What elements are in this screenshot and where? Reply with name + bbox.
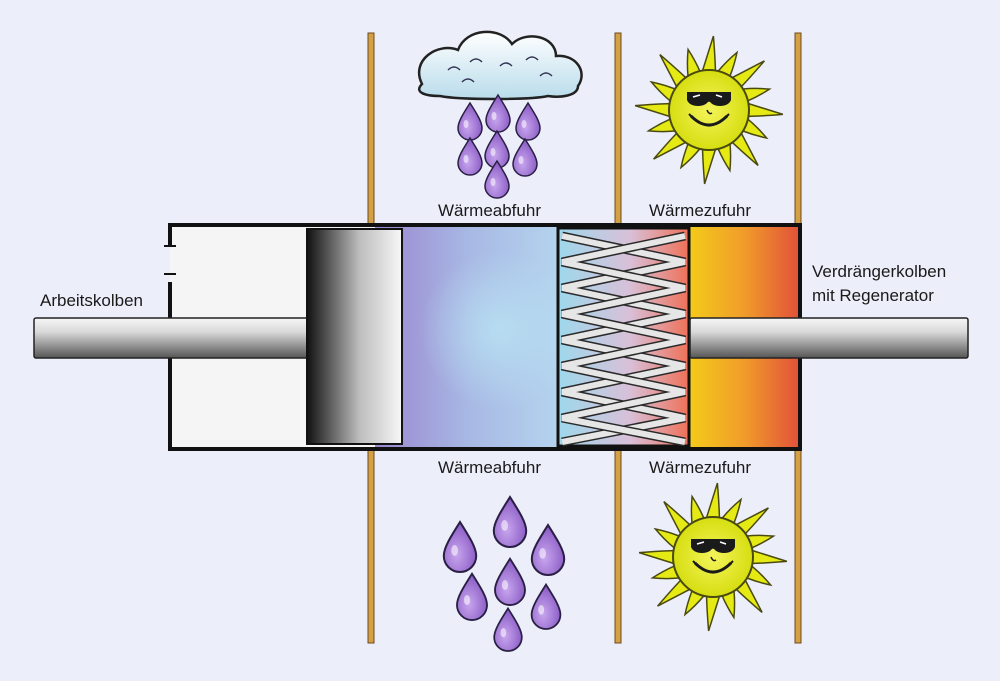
cold-zone-glow bbox=[420, 250, 580, 410]
working-piston bbox=[33, 228, 403, 445]
label-displacer-line1: Verdrängerkolben bbox=[812, 262, 947, 281]
raindrops-icon bbox=[442, 496, 566, 652]
sun-disc bbox=[672, 516, 754, 598]
label-working-piston: Arbeitskolben bbox=[40, 291, 144, 310]
label-heat-removal-bottom: Wärmeabfuhr bbox=[438, 458, 541, 477]
working-piston-rod bbox=[33, 317, 311, 359]
sun-with-sunglasses-icon-bottom bbox=[638, 482, 788, 632]
sun-rays bbox=[638, 482, 788, 632]
working-piston-head bbox=[306, 228, 403, 445]
label-heat-removal-top: Wärmeabfuhr bbox=[438, 201, 541, 220]
sun-disc bbox=[668, 69, 750, 151]
displacer-piston-rod bbox=[689, 317, 969, 359]
label-heat-supply-top: Wärmezufuhr bbox=[649, 201, 752, 220]
rain-cloud-icon bbox=[417, 30, 583, 199]
regenerator bbox=[556, 226, 691, 448]
label-heat-supply-bottom: Wärmezufuhr bbox=[649, 458, 752, 477]
sun-rays bbox=[634, 35, 784, 185]
sun-with-sunglasses-icon-top bbox=[634, 35, 784, 185]
label-displacer-line2: mit Regenerator bbox=[812, 286, 934, 305]
